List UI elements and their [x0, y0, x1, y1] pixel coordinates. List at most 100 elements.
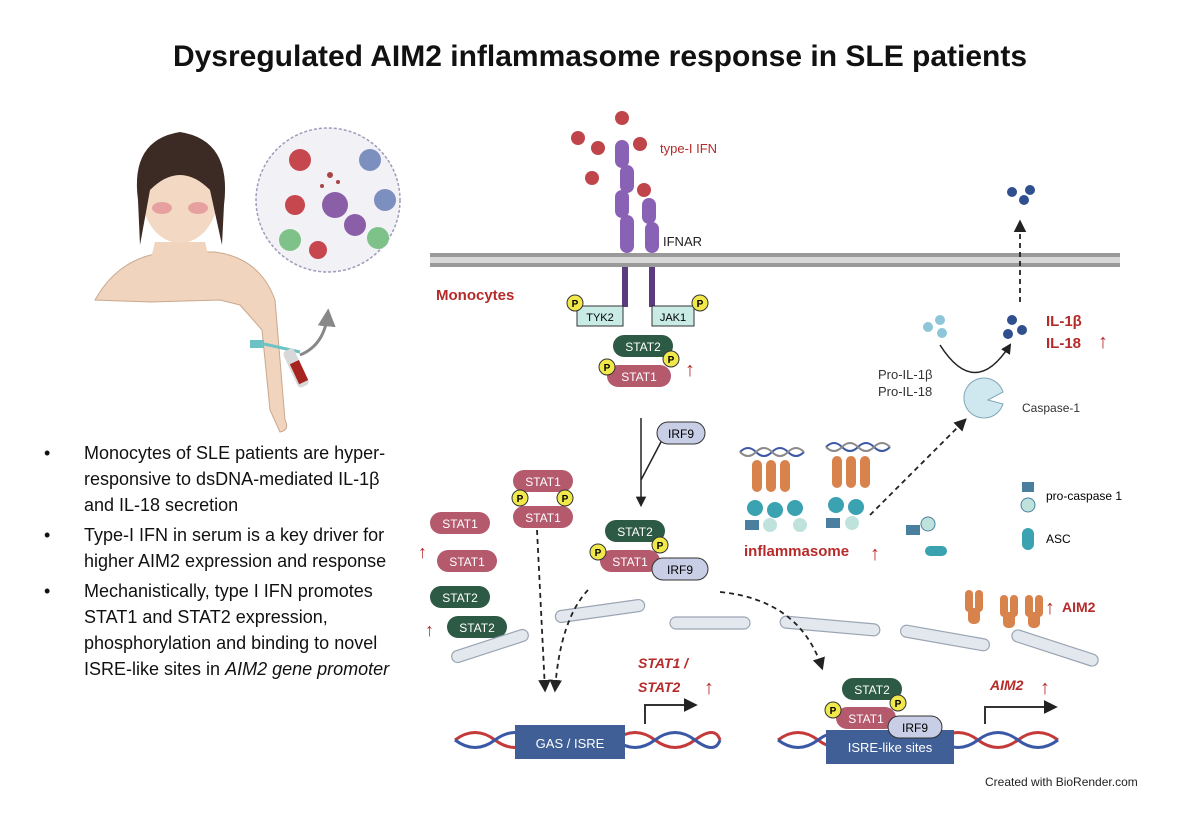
stat1-label: STAT1	[848, 712, 884, 726]
irf9-label: IRF9	[667, 563, 693, 577]
type-ifn-label: type-I IFN	[660, 141, 717, 156]
stat2-label: STAT2	[459, 621, 495, 635]
phospho-label: P	[595, 548, 602, 559]
pro-cytokine-icon	[935, 315, 945, 325]
stat2-protein	[430, 586, 490, 608]
mature-cytokine-icon	[1003, 329, 1013, 339]
stat2-label: STAT2	[617, 525, 653, 539]
up-arrow-icon: ↑	[870, 543, 880, 565]
aim2-label: AIM2	[1062, 599, 1096, 615]
mature-cytokine-icon	[1007, 315, 1017, 325]
phospho-label: P	[668, 355, 675, 366]
stat1-label: STAT1	[442, 517, 478, 531]
pro-caspase-icon	[920, 516, 936, 532]
irf9-label: IRF9	[668, 427, 694, 441]
phospho-site	[691, 294, 709, 312]
bullet-text-italic: AIM2 gene promoter	[225, 659, 390, 679]
phospho-site	[598, 358, 616, 376]
ifnar-receptor	[615, 140, 659, 307]
stat1-label: STAT1	[612, 555, 648, 569]
stat1-protein	[607, 365, 671, 387]
asc-legend-icon	[1022, 528, 1034, 550]
phospho-site	[662, 350, 680, 368]
bullet-text: Type-I IFN in serum is a key driver for …	[84, 525, 387, 571]
gas-isre-promoter	[515, 725, 625, 759]
pro-cytokine-icon	[923, 322, 933, 332]
nuclear-membrane	[451, 598, 1099, 667]
phospho-label: P	[830, 706, 837, 717]
stat2-gene-label: STAT2	[638, 679, 680, 695]
phospho-label: P	[604, 363, 611, 374]
phospho-site	[589, 543, 607, 561]
inflammasome-label: inflammasome	[744, 543, 849, 560]
bullet-text: Mechanistically, type I IFN promotes STA…	[84, 581, 378, 679]
inflammasome-complex	[825, 442, 891, 530]
up-arrow-icon: ↑	[1045, 597, 1055, 619]
bullet-text: Monocytes of SLE patients are hyper-resp…	[84, 443, 386, 515]
summary-bullets: Monocytes of SLE patients are hyper-resp…	[44, 440, 404, 686]
secreted-cytokine-icon	[1007, 187, 1017, 197]
phospho-label: P	[517, 494, 524, 505]
aim2-gene-label: AIM2	[989, 677, 1024, 693]
phospho-site	[651, 536, 669, 554]
transcription-arrow	[644, 698, 698, 724]
aim2-protein-icon	[965, 590, 1043, 628]
credit-text: Created with BioRender.com	[985, 775, 1138, 789]
pro-cytokine-icon	[937, 328, 947, 338]
stat1-protein	[437, 550, 497, 572]
irf9-protein	[651, 557, 709, 581]
phospho-site	[556, 489, 574, 507]
stat2-label: STAT2	[625, 340, 661, 354]
stat1-protein	[430, 512, 490, 534]
pro-il1b-label: Pro-IL-1β	[878, 367, 932, 382]
pro-caspase-icon	[906, 525, 920, 535]
cleavage-arrow	[939, 343, 1012, 374]
irf9-protein	[656, 421, 706, 445]
caspase1-label: Caspase-1	[1022, 401, 1080, 415]
pro-caspase-legend-icon	[1020, 497, 1036, 513]
stat-gene-label: STAT1 /	[638, 655, 690, 671]
up-arrow-icon: ↑	[425, 620, 434, 640]
mature-cytokine-icon	[1017, 325, 1027, 335]
phospho-label: P	[657, 541, 664, 552]
irf9-label: IRF9	[902, 721, 928, 735]
il1b-label: IL-1β	[1046, 313, 1082, 330]
pro-caspase-legend-icon	[1022, 482, 1034, 492]
irf9-protein	[887, 715, 943, 739]
phospho-site	[566, 294, 584, 312]
cell-membrane	[430, 253, 1120, 267]
stat2-protein	[613, 335, 673, 357]
tyk2-label: TYK2	[586, 312, 614, 324]
page-title: Dysregulated AIM2 inflammasome response …	[172, 40, 1028, 73]
patient-illustration	[94, 132, 309, 433]
jak1-kinase	[651, 305, 695, 327]
up-arrow-icon: ↑	[1098, 331, 1108, 353]
phospho-site	[824, 701, 842, 719]
stat1-label: STAT1	[449, 555, 485, 569]
phospho-label: P	[562, 494, 569, 505]
secreted-cytokine-icon	[1019, 195, 1029, 205]
gas-isre-label: GAS / ISRE	[536, 736, 605, 751]
stat2-protein	[447, 616, 507, 638]
transcription-arrow	[984, 700, 1058, 724]
il18-label: IL-18	[1046, 335, 1081, 352]
pro-caspase-legend-label: pro-caspase 1	[1046, 489, 1122, 503]
irf9-join-line	[640, 439, 663, 481]
asc-legend-label: ASC	[1046, 532, 1071, 546]
bullet-item: Type-I IFN in serum is a key driver for …	[44, 522, 404, 574]
phospho-site	[511, 489, 529, 507]
type-ifn-molecules	[571, 111, 651, 197]
stat2-label: STAT2	[854, 683, 890, 697]
activation-arrow	[869, 418, 967, 516]
stat2-protein	[605, 520, 665, 542]
phospho-site	[889, 694, 907, 712]
stat2-label: STAT2	[442, 591, 478, 605]
phospho-label: P	[572, 299, 579, 310]
stat1-protein	[513, 506, 573, 528]
stat1-protein	[836, 707, 896, 729]
isre-like-label: ISRE-like sites	[848, 740, 933, 755]
translocation-arrow	[549, 589, 589, 693]
monocytes-label: Monocytes	[436, 287, 514, 304]
stat1-label: STAT1	[525, 475, 561, 489]
